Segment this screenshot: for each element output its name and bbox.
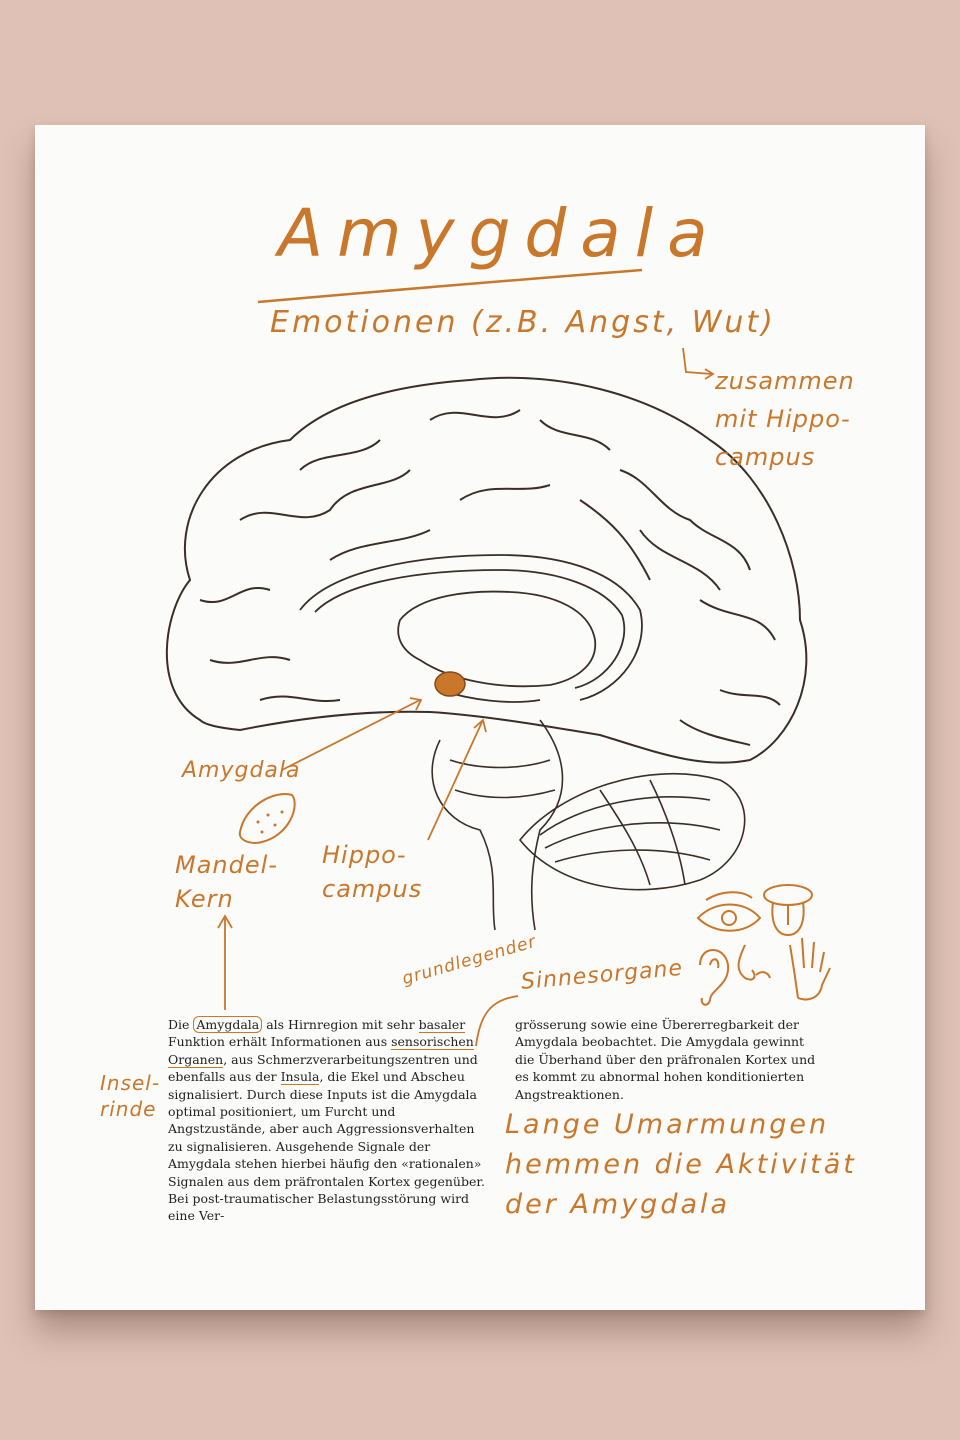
cerebellum [518,773,746,891]
tongue-icon [763,884,813,937]
text-run: , die Ekel und Abscheu signalisiert. Dur… [168,1069,485,1224]
paragraph-2: grösserung sowie eine Übererregbarkeit d… [515,1017,816,1102]
paragraph-1: Die Amygdala als Hirnregion mit sehr bas… [168,1016,488,1225]
link-sinnesorgane [475,995,519,1047]
ear-icon [699,949,730,1006]
sense-icons [696,884,831,1006]
arrow-amygdala [281,699,421,771]
subtitle-note: Emotionen (z.B. Angst, Wut) [270,305,776,340]
eye-icon [696,891,762,932]
label-amygdala: Amygdala [182,758,301,783]
arrow-hippocampus [427,721,483,841]
note-arrow [682,347,713,375]
highlight-sensorischen-organen: sensorischen Organen [168,1034,474,1068]
note-hippocampus: zusammen mit Hippo- campus [715,367,855,471]
amygdala-almond-icon [238,793,296,844]
label-mandelkern: Mandel- Kern [175,851,278,913]
text-column-1: Die Amygdala als Hirnregion mit sehr bas… [168,1016,488,1225]
text-run: Funktion erhält Informationen aus [168,1034,392,1050]
text-run: Die [168,1017,194,1032]
label-inselrinde: Insel- rinde [100,1071,161,1121]
text-run: als Hirnregion mit sehr [262,1017,419,1032]
hand-icon [789,937,831,1001]
note-umarmungen: Lange Umarmungen hemmen die Aktivität de… [505,1109,857,1220]
highlight-insula: Insula [280,1069,320,1086]
brainstem [431,719,564,931]
title-underline [257,268,643,304]
label-hippocampus: Hippo- campus [322,841,423,903]
amygdala-highlight [434,671,466,697]
text-run: , aus Schmerzverarbeitungszentren und eb… [168,1051,478,1085]
nose-icon [737,944,771,981]
brain-inner [299,554,643,703]
highlight-amygdala: Amygdala [193,1016,263,1033]
page-title: Amygdala [278,195,722,272]
brain-cortex [165,376,808,764]
highlight-basaler: basaler [418,1017,466,1033]
text-column-2: grösserung sowie eine Übererregbarkeit d… [515,1016,825,1103]
